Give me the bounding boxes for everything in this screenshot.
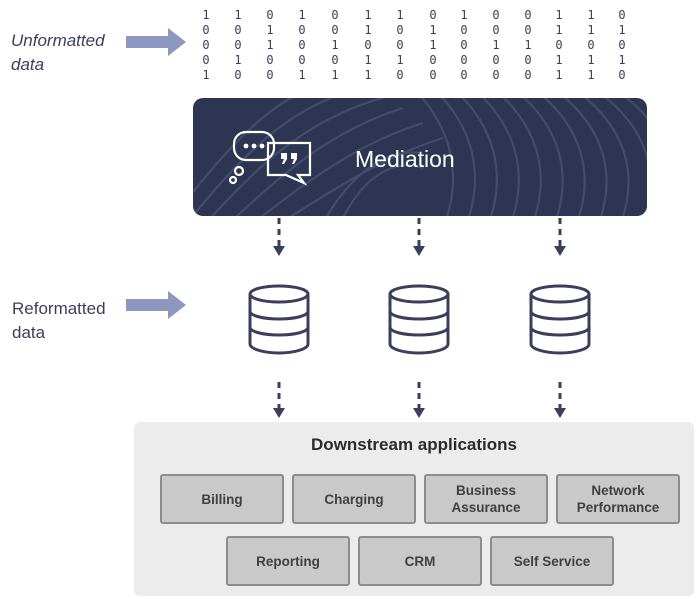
- binary-digit: 0: [587, 38, 595, 52]
- reformatted-data-label: Reformatted data: [12, 299, 106, 342]
- binary-digit: 0: [364, 38, 372, 52]
- binary-digit: 1: [587, 8, 595, 22]
- binary-digit: 0: [524, 8, 532, 22]
- binary-digit: 1: [364, 53, 372, 67]
- binary-digit: 1: [429, 38, 437, 52]
- binary-digit: 0: [396, 68, 404, 82]
- binary-digit: 1: [202, 8, 210, 22]
- binary-digit: 0: [460, 23, 468, 37]
- binary-row: 0 0 1 0 0 1 0 1 0 0 0 1 1 1: [198, 23, 638, 38]
- downstream-title: Downstream applications: [311, 435, 517, 454]
- binary-digit: 0: [524, 23, 532, 37]
- binary-digit: 0: [298, 53, 306, 67]
- binary-digit: 0: [460, 53, 468, 67]
- binary-digit: 0: [524, 68, 532, 82]
- binary-digit: 1: [555, 8, 563, 22]
- binary-digit: 0: [202, 38, 210, 52]
- app-box-charging: Charging: [292, 474, 416, 524]
- binary-digit: 0: [331, 8, 339, 22]
- database-icon: [248, 284, 310, 355]
- binary-digit: 1: [266, 23, 274, 37]
- binary-digit: 0: [524, 53, 532, 67]
- binary-digit: 0: [492, 8, 500, 22]
- chat-bubbles-icon: [228, 130, 312, 186]
- binary-digit: 1: [555, 68, 563, 82]
- binary-digit: 0: [429, 68, 437, 82]
- binary-digit: 0: [298, 38, 306, 52]
- binary-digit: 0: [331, 53, 339, 67]
- unformatted-data-label: Unformatted data: [11, 31, 105, 74]
- database-icon: [529, 284, 591, 355]
- binary-digit: 1: [587, 23, 595, 37]
- binary-digit: 1: [234, 8, 242, 22]
- binary-digit: 1: [555, 53, 563, 67]
- binary-digit: 0: [298, 23, 306, 37]
- binary-digit: 1: [331, 38, 339, 52]
- binary-digit: 0: [555, 38, 563, 52]
- binary-digit: 1: [618, 23, 626, 37]
- binary-digit: 0: [492, 68, 500, 82]
- binary-digit: 0: [429, 53, 437, 67]
- binary-digit: 0: [331, 23, 339, 37]
- app-box-billing: Billing: [160, 474, 284, 524]
- binary-row: 1 1 0 1 0 1 1 0 1 0 0 1 1 0: [198, 8, 638, 23]
- binary-row: 0 0 1 0 1 0 0 1 0 1 1 0 0 0: [198, 38, 638, 53]
- fingerprint-pattern: [193, 98, 647, 216]
- app-box-business-assurance: Business Assurance: [424, 474, 548, 524]
- binary-digit: 1: [492, 38, 500, 52]
- binary-digit: 1: [396, 53, 404, 67]
- app-box-network-performance: Network Performance: [556, 474, 680, 524]
- app-box-crm: CRM: [358, 536, 482, 586]
- binary-digit: 1: [460, 8, 468, 22]
- binary-digit: 0: [266, 68, 274, 82]
- binary-row: 0 1 0 0 0 1 1 0 0 0 0 1 1 1: [198, 53, 638, 68]
- binary-digit: 1: [618, 53, 626, 67]
- binary-digit: 1: [298, 68, 306, 82]
- binary-digit: 1: [364, 8, 372, 22]
- binary-digit: 1: [396, 8, 404, 22]
- binary-digit: 1: [587, 68, 595, 82]
- binary-digit: 0: [234, 23, 242, 37]
- binary-row: 1 0 0 1 1 1 0 0 0 0 0 1 1 0: [198, 68, 638, 83]
- unformatted-arrow-icon: [126, 28, 186, 56]
- binary-digit: 0: [618, 8, 626, 22]
- dashed-arrows-upper: [273, 218, 566, 256]
- binary-digit: 1: [524, 38, 532, 52]
- binary-digit: 1: [429, 23, 437, 37]
- binary-digit: 0: [460, 68, 468, 82]
- binary-digit: 1: [364, 68, 372, 82]
- binary-digit: 1: [331, 68, 339, 82]
- mediation-title: Mediation: [355, 146, 455, 172]
- binary-digit: 1: [555, 23, 563, 37]
- binary-digit: 0: [618, 68, 626, 82]
- database-icon: [388, 284, 450, 355]
- binary-digit: 0: [396, 38, 404, 52]
- binary-digit: 1: [234, 53, 242, 67]
- binary-digit: 0: [460, 38, 468, 52]
- dashed-arrows-lower: [273, 382, 566, 418]
- binary-digit: 0: [429, 8, 437, 22]
- reformatted-arrow-icon: [126, 291, 186, 319]
- binary-digit: 0: [396, 23, 404, 37]
- binary-digit: 0: [618, 38, 626, 52]
- binary-digit: 0: [266, 8, 274, 22]
- app-box-reporting: Reporting: [226, 536, 350, 586]
- app-box-self-service: Self Service: [490, 536, 614, 586]
- binary-digit: 0: [234, 68, 242, 82]
- binary-digit: 1: [202, 68, 210, 82]
- binary-digit: 1: [364, 23, 372, 37]
- binary-digit: 0: [492, 53, 500, 67]
- binary-digit: 1: [298, 8, 306, 22]
- binary-digit: 0: [234, 38, 242, 52]
- binary-digit: 1: [587, 53, 595, 67]
- binary-digit: 0: [202, 53, 210, 67]
- binary-digit: 1: [266, 38, 274, 52]
- binary-digit: 0: [492, 23, 500, 37]
- binary-digit: 0: [202, 23, 210, 37]
- binary-digit: 0: [266, 53, 274, 67]
